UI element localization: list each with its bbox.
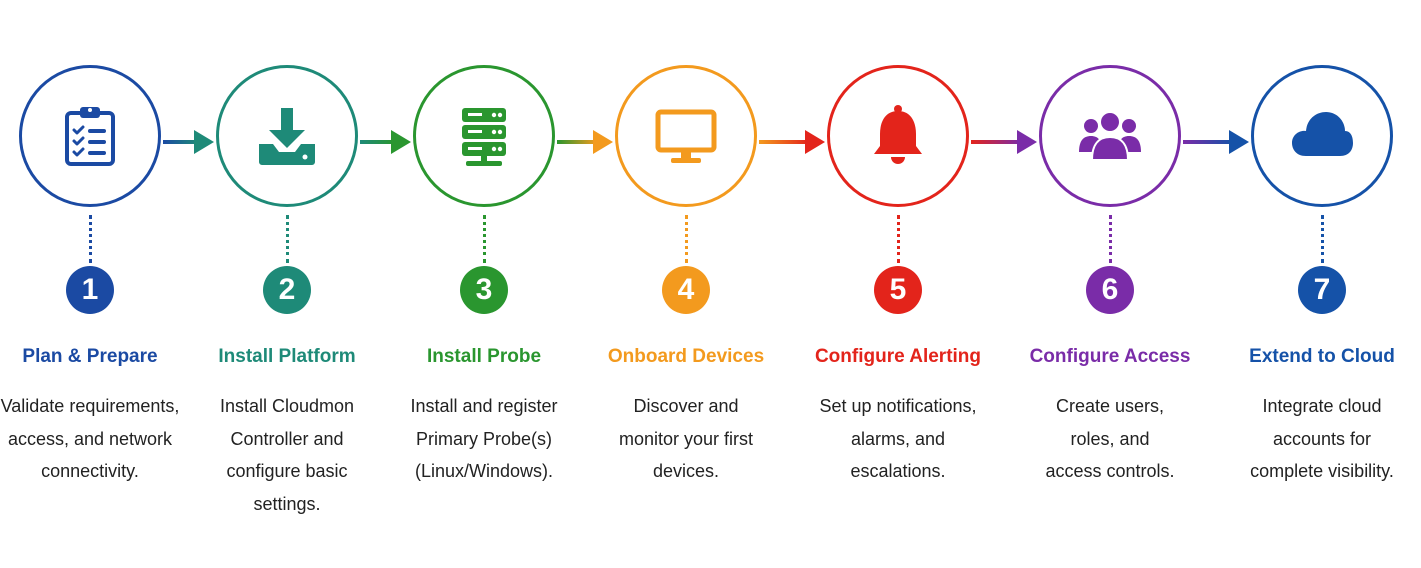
step-3-circle: [413, 65, 555, 207]
step-title: Configure Access: [1029, 346, 1191, 367]
arrow-connector: [557, 130, 613, 154]
users-icon: [1079, 111, 1141, 161]
server-icon: [462, 108, 506, 166]
step-number-badge: 6: [1086, 266, 1134, 314]
step-description-line: configure basic: [226, 461, 348, 481]
dotted-connector: [89, 215, 92, 263]
step-number-badge: 7: [1298, 266, 1346, 314]
step-description: Integrate cloud accounts for complete visi…: [1202, 390, 1421, 488]
step-description-line: roles, and: [1070, 428, 1150, 449]
step-description: Set up notifications, alarms, and escalati…: [778, 390, 1018, 488]
step-description-line: escalations.: [850, 461, 946, 481]
step-description-line: Primary Probe(s): [415, 428, 553, 449]
step-title: Extend to Cloud: [1249, 346, 1395, 367]
step-5-circle: [827, 65, 969, 207]
dotted-connector: [483, 215, 486, 263]
step-title: Install Probe: [426, 346, 542, 367]
step-number-badge: 1: [66, 266, 114, 314]
step-description: Validate requirements, access, and networ…: [0, 390, 210, 488]
step-number-badge: 3: [460, 266, 508, 314]
dotted-connector: [1109, 215, 1112, 263]
clipboard-checklist-icon: [65, 107, 115, 166]
step-number-badge: 4: [662, 266, 710, 314]
step-description-line: access, and network: [7, 428, 173, 449]
step-title: Plan & Prepare: [22, 346, 158, 367]
step-description-line: devices.: [652, 461, 720, 481]
dotted-connector: [897, 215, 900, 263]
step-description-line: Discover and: [633, 396, 739, 416]
step-description: Discover and monitor your first devices.: [566, 390, 806, 488]
dotted-connector: [1321, 215, 1324, 263]
step-description-line: access controls.: [1045, 461, 1175, 481]
step-2-circle: [216, 65, 358, 207]
bell-icon: [874, 105, 922, 164]
step-description-line: connectivity.: [41, 461, 139, 481]
step-description-line: Install Cloudmon: [219, 396, 355, 416]
step-description-line: complete visibility.: [1250, 461, 1394, 481]
arrow-connector: [1183, 130, 1249, 154]
arrow-connector: [360, 130, 411, 154]
step-number-badge: 2: [263, 266, 311, 314]
monitor-icon: [655, 109, 717, 163]
arrow-connector: [759, 130, 825, 154]
step-description-line: settings.: [253, 493, 321, 514]
step-4-circle: [615, 65, 757, 207]
step-title: Configure Alerting: [814, 346, 982, 367]
step-description-line: (Linux/Windows).: [414, 461, 554, 481]
step-description-line: accounts for: [1272, 428, 1372, 449]
step-title: Install Platform: [218, 346, 356, 367]
cloud-icon: [1292, 112, 1353, 156]
download-icon: [259, 108, 315, 165]
step-number-badge: 5: [874, 266, 922, 314]
step-description-line: monitor your first: [618, 428, 754, 449]
arrow-connector: [971, 130, 1037, 154]
step-description: Create users, roles, and access controls.: [990, 390, 1230, 488]
step-description-line: Set up notifications,: [819, 396, 977, 416]
step-1-circle: [19, 65, 161, 207]
arrow-connector: [163, 130, 214, 154]
step-title: Onboard Devices: [607, 346, 765, 367]
step-7-circle: [1251, 65, 1393, 207]
step-description-line: Install and register: [410, 396, 558, 416]
dotted-connector: [685, 215, 688, 263]
step-6-circle: [1039, 65, 1181, 207]
step-description-line: Validate requirements,: [0, 396, 180, 416]
step-description-line: Create users,: [1055, 396, 1165, 416]
step-description-line: Controller and: [230, 428, 344, 449]
dotted-connector: [286, 215, 289, 263]
step-description-line: Integrate cloud: [1262, 396, 1382, 416]
step-description-line: alarms, and: [850, 428, 946, 449]
